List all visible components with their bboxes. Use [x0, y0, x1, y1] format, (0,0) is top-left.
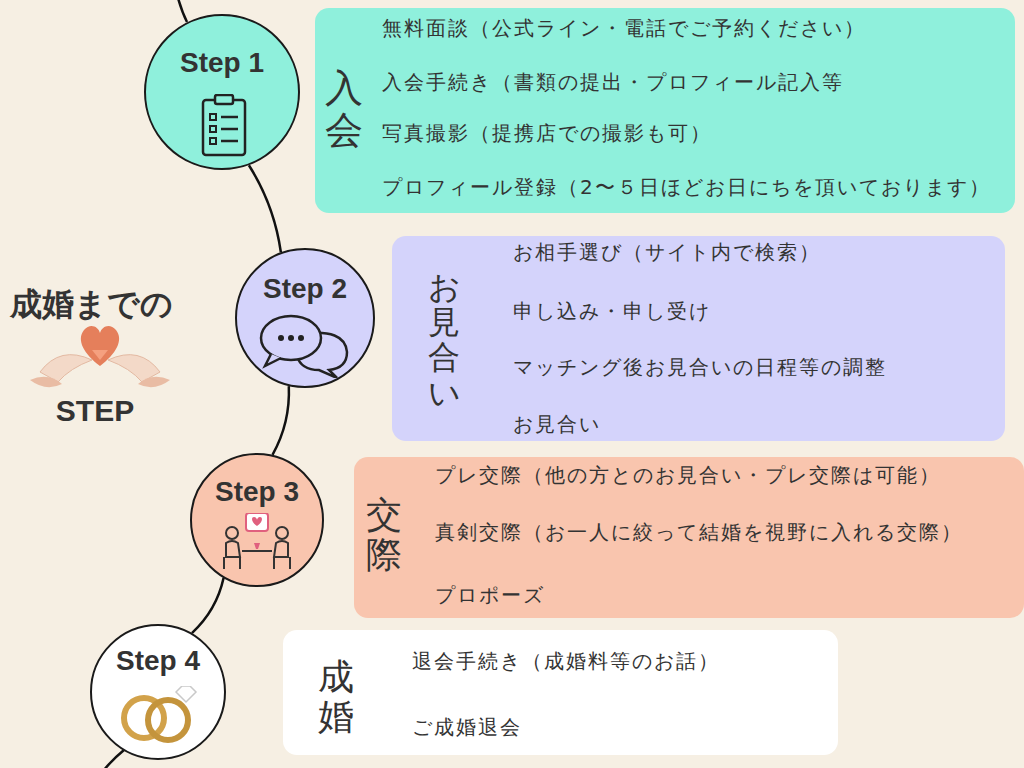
step-item: 退会手続き（成婚料等のお話） — [412, 647, 720, 675]
step-item: 申し込み・申し受け — [513, 297, 711, 325]
title-text: 成婚までの — [10, 283, 173, 327]
timeline-line — [178, 0, 187, 22]
step-item: プロフィール登録（2〜５日ほどお日にちを頂いております） — [382, 173, 991, 201]
step-circle: Step 4 — [90, 624, 226, 760]
step-item: お相手選び（サイト内で検索） — [513, 238, 821, 266]
step-item: マッチング後お見合いの日程等の調整 — [513, 353, 887, 381]
title-sub: STEP — [45, 394, 145, 428]
step-number: Step 4 — [92, 644, 224, 678]
step-panel: 成婚 退会手続き（成婚料等のお話） ご成婚退会 — [283, 630, 838, 755]
step-panel: 交際 プレ交際（他の方とのお見合い・プレ交際は可能） 真剣交際（お一人に絞って結婚を… — [354, 457, 1024, 618]
phase-heading: 交際 — [366, 495, 402, 574]
timeline-line — [104, 750, 124, 768]
step-number: Step 2 — [237, 272, 373, 306]
step-item: ご成婚退会 — [412, 713, 522, 741]
timeline-connector — [249, 165, 281, 252]
step-panel: お見合い お相手選び（サイト内で検索） 申し込み・申し受けマッチング後お見合いの日程… — [392, 236, 1005, 441]
step-icon — [218, 513, 298, 575]
heart-birds-icon — [30, 326, 170, 387]
step-item: 写真撮影（提携店での撮影も可） — [382, 119, 712, 147]
step-panel: 入会無料面談（公式ライン・電話でご予約ください） 入会手続き（書類の提出・プロフィ… — [315, 8, 1015, 213]
phase-heading: お見合い — [428, 270, 460, 411]
timeline-connector — [272, 386, 288, 455]
phase-heading: 成婚 — [318, 657, 354, 736]
step-item: 無料面談（公式ライン・電話でご予約ください） — [382, 14, 866, 42]
step-circle: Step 3 — [190, 453, 324, 587]
step-number: Step 3 — [192, 475, 322, 509]
step-item: 真剣交際（お一人に絞って結婚を視野に入れる交際） — [435, 518, 963, 546]
step-icon — [200, 94, 248, 162]
step-circle: Step 2 — [235, 248, 375, 388]
step-item: お見合い — [513, 410, 601, 438]
step-item: 入会手続き（書類の提出・プロフィール記入等 — [382, 68, 844, 96]
timeline-connector — [192, 578, 224, 633]
phase-heading: 入会 — [325, 68, 363, 152]
step-number: Step 1 — [146, 46, 298, 80]
step-icon — [116, 686, 200, 748]
step-item: プレ交際（他の方とのお見合い・プレ交際は可能） — [435, 461, 941, 489]
step-circle: Step 1 — [144, 14, 300, 170]
step-icon — [257, 312, 353, 382]
step-item: プロポーズ — [435, 581, 545, 609]
